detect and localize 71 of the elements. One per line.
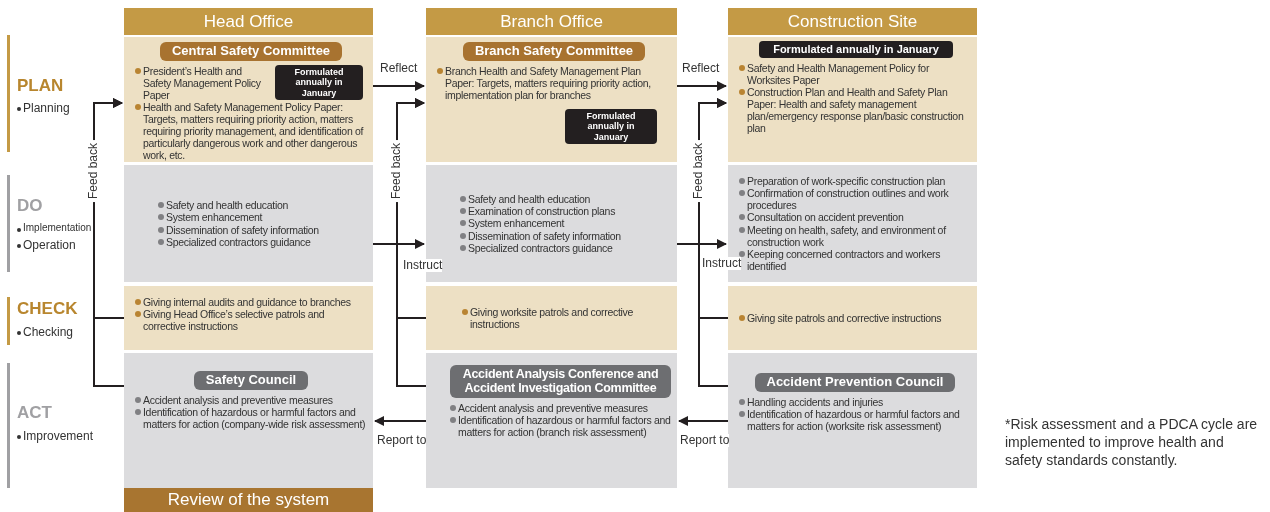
content-panel xyxy=(426,37,677,162)
bullet-item: Dissemination of safety information xyxy=(158,223,367,236)
content-panel xyxy=(124,353,373,488)
content-panel xyxy=(124,165,373,282)
edge-label: Instruct xyxy=(403,259,443,273)
committee-label: Branch Safety Committee xyxy=(462,42,646,61)
bullet-item: Safety and Health Management Policy for Worksites Paper xyxy=(739,61,973,86)
phase-item: Checking xyxy=(17,325,74,339)
bullet-item: Safety and health education xyxy=(158,199,367,212)
column-panel xyxy=(124,8,373,512)
edge-label: Report to xyxy=(377,434,427,448)
arrow xyxy=(372,81,425,91)
bullet-item: Identification of hazardous or harmful factors and matters for action (worksite risk assessment) xyxy=(739,408,971,433)
committee-label: Safety Council xyxy=(193,371,309,390)
phase-title: ACT xyxy=(17,403,52,423)
arrow xyxy=(678,416,729,426)
bullet-item: Confirmation of construction outlines and work procedures xyxy=(739,187,973,212)
bullet-item: Preparation of work-specific construction plan xyxy=(739,175,973,188)
arrow xyxy=(676,239,727,249)
bullet-item: Giving site patrols and corrective instructions xyxy=(739,311,971,325)
content-panel xyxy=(124,286,373,350)
edge-label: Report to xyxy=(680,434,730,448)
schedule-tag: Formulated annually in January xyxy=(565,109,657,145)
bullet-item: Accident analysis and preventive measures xyxy=(135,393,367,406)
bullet-item: Specialized contractors guidance xyxy=(460,241,671,254)
content-panel xyxy=(728,353,977,488)
column-header: Branch Office xyxy=(426,8,677,35)
committee-label: Central Safety Committee xyxy=(159,42,343,61)
column-header: Construction Site xyxy=(728,8,977,35)
arrow xyxy=(372,239,425,249)
bullet-item: Dissemination of safety information xyxy=(460,229,671,242)
edge-label: Instruct xyxy=(702,257,742,271)
bullet-item: Handling accidents and injuries xyxy=(739,395,971,408)
phase-item: Implementation xyxy=(17,222,92,233)
committee-label: Accident Prevention Council xyxy=(754,373,956,392)
bullet-item: President’s Health and Safety Management Policy Paper xyxy=(135,64,271,102)
bullet-item: Identification of hazardous or harmful factors and matters for action (branch risk assessment) xyxy=(450,413,671,438)
phase-title: CHECK xyxy=(17,299,78,319)
phase-title: PLAN xyxy=(17,76,64,96)
content-panel xyxy=(426,286,677,350)
bullet-item: Branch Health and Safety Management Plan Paper: Targets, matters requiring priority action, implementation plan for branches xyxy=(437,64,671,102)
bullet-item: Construction Plan and Health and Safety Plan Paper: Health and safety management plan/emergency response plan/basic construction plan xyxy=(739,85,973,134)
committee-label: Accident Analysis Conference and Accident Investigation Committee xyxy=(450,365,671,398)
bullet-item: Specialized contractors guidance xyxy=(158,235,367,248)
phase-item: Operation xyxy=(17,238,76,252)
footer-band: Review of the system xyxy=(124,488,373,512)
phase-item: Planning xyxy=(17,101,70,115)
bullet-item: Examination of construction plans xyxy=(460,205,671,218)
phase-title: DO xyxy=(17,196,43,216)
content-panel xyxy=(124,37,373,162)
schedule-tag: Formulated annually in January xyxy=(759,41,953,58)
content-panel xyxy=(426,353,677,488)
content-panel xyxy=(728,37,977,162)
bullet-item: Identification of hazardous or harmful factors and matters for action (company-wide risk assessment) xyxy=(135,406,367,431)
bullet-item: Consultation on accident prevention xyxy=(739,211,973,224)
schedule-tag: Formulated annually in January xyxy=(275,64,363,100)
arrow xyxy=(374,416,427,426)
phase-item: Improvement xyxy=(17,429,94,443)
bullet-item: Accident analysis and preventive measures xyxy=(450,401,671,414)
bullet-item: System enhancement xyxy=(460,217,671,230)
bullet-item: Giving Head Office’s selective patrols and corrective instructions xyxy=(135,308,367,333)
bullet-item: System enhancement xyxy=(158,211,367,224)
bullet-item: Meeting on health, safety, and environment of construction work xyxy=(739,223,973,248)
bullet-item: Giving worksite patrols and corrective instructions xyxy=(462,305,671,331)
column-header: Head Office xyxy=(124,8,373,35)
content-panel xyxy=(728,286,977,350)
footnote: *Risk assessment and a PDCA cycle are implemented to improve health and safety standards constantly. xyxy=(1005,415,1259,470)
bullet-item: Giving internal audits and guidance to branches xyxy=(135,296,367,309)
bullet-item: Safety and health education xyxy=(460,193,671,206)
bullet-item: Health and Safety Management Policy Paper: Targets, matters requiring priority action, matters requiring priority management, and identification of particularly dangerous work and other dangerous work, etc. xyxy=(135,101,367,162)
arrow xyxy=(676,81,727,91)
